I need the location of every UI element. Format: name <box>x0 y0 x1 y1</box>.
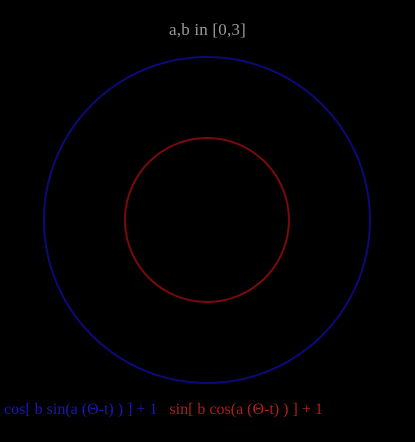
blue-formula-label: cos[ b sin(a (Θ-t) ) ] + 1 <box>4 401 158 418</box>
diagram-title: a,b in [0,3] <box>169 20 246 39</box>
outer-blue-circle <box>43 56 371 384</box>
inner-red-circle <box>124 137 290 303</box>
formula-legend: cos[ b sin(a (Θ-t) ) ] + 1 sin[ b cos(a … <box>4 401 323 419</box>
red-formula-label: sin[ b cos(a (Θ-t) ) ] + 1 <box>169 401 323 418</box>
